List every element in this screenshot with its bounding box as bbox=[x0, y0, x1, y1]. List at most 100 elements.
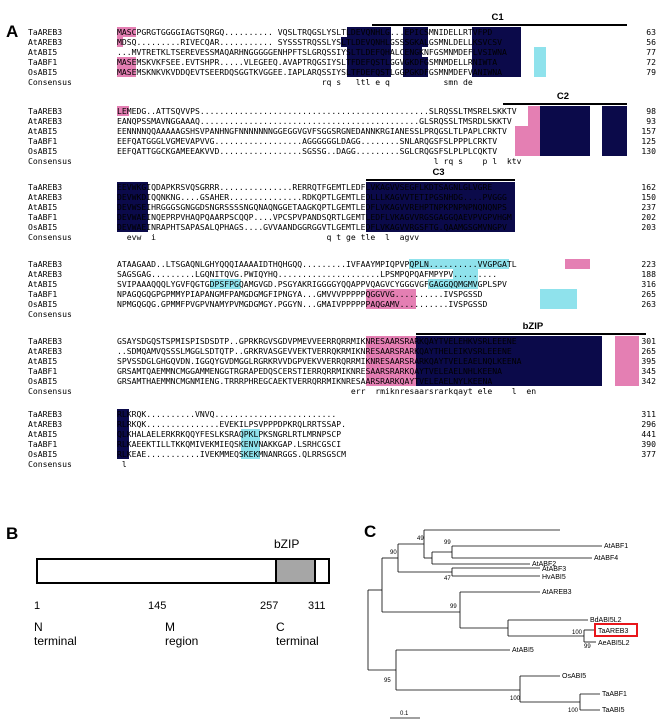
sequence-row: AtABI5 QLKHALAELERKRKQQYFESLKSRAQPKLPKSNG… bbox=[0, 429, 668, 439]
bootstrap-value: 49 bbox=[417, 536, 424, 542]
residue-highlight bbox=[117, 439, 130, 449]
residue-highlight bbox=[602, 126, 628, 136]
residue-highlight bbox=[117, 192, 149, 202]
residue-highlight bbox=[365, 299, 416, 309]
sequence-residues: l bbox=[117, 459, 127, 469]
residue-highlight bbox=[403, 27, 428, 37]
sequence-name: AtABI5 bbox=[28, 429, 58, 439]
residue-highlight bbox=[117, 106, 130, 116]
bootstrap-value: 100 bbox=[510, 696, 521, 702]
sequence-position: 316 bbox=[641, 279, 656, 289]
domain-label-bzip: bZIP bbox=[522, 321, 544, 332]
sequence-residues: QLKHALAELERKRKQQYFESLKSRAQPKLPKSNGRLRTLM… bbox=[117, 429, 342, 439]
sequence-position: 93 bbox=[646, 116, 656, 126]
domain-label-c1: C1 bbox=[491, 12, 504, 23]
sequence-position: 162 bbox=[641, 182, 656, 192]
bootstrap-value: 100 bbox=[572, 630, 583, 636]
residue-highlight bbox=[471, 67, 522, 77]
residue-highlight bbox=[365, 222, 516, 232]
residue-highlight bbox=[614, 356, 640, 366]
sequence-residues: MASEMSKVKFSEE.EVTSHPR.....VLEGEEQ.AVAPTR… bbox=[117, 57, 498, 67]
tree-taxon-highlighted: TaAREB3 bbox=[598, 628, 628, 635]
tree-taxon: AtABF3 bbox=[542, 566, 566, 573]
sequence-residues: RLKRQK..........VNVQ....................… bbox=[117, 409, 337, 419]
sequence-row: AtABI5...MVTRETKLTSEREVESSMAQARHNGGGGGEN… bbox=[0, 47, 668, 57]
sequence-name: Consensus bbox=[28, 386, 72, 396]
tree-taxon: AtAREB3 bbox=[542, 589, 572, 596]
sequence-residues: EENNNNQQAAAAAGSHSVPANHNGFNNNNNNNGGEGGVGV… bbox=[117, 126, 507, 136]
residue-highlight bbox=[365, 366, 416, 376]
residue-highlight bbox=[471, 47, 522, 57]
sequence-position: 157 bbox=[641, 126, 656, 136]
residue-highlight bbox=[415, 336, 603, 346]
residue-highlight bbox=[515, 136, 540, 146]
sequence-residues: DEVWKDIQQNKNG....GSAHER...............RD… bbox=[117, 192, 507, 202]
sequence-residues: DEVWAEINRAPHTSAPASALQPHAGS....GVVAANDGGR… bbox=[117, 222, 507, 232]
consensus-row: Consensus rq s ltl e q smn de bbox=[0, 77, 668, 87]
residue-highlight bbox=[241, 429, 261, 439]
residue-highlight bbox=[409, 259, 509, 269]
residue-highlight bbox=[539, 289, 578, 299]
residue-highlight bbox=[614, 366, 640, 376]
position-145: 145 bbox=[148, 600, 167, 612]
residue-highlight bbox=[365, 192, 516, 202]
sequence-position: 63 bbox=[646, 27, 656, 37]
sequence-position: 202 bbox=[641, 212, 656, 222]
residue-highlight bbox=[117, 449, 130, 459]
residue-highlight bbox=[117, 57, 136, 67]
residue-highlight bbox=[539, 116, 590, 126]
sequence-position: 265 bbox=[641, 289, 656, 299]
residue-highlight bbox=[365, 212, 516, 222]
residue-highlight bbox=[347, 27, 391, 37]
residue-highlight bbox=[117, 37, 124, 47]
bootstrap-value: 95 bbox=[384, 678, 391, 684]
residue-highlight bbox=[403, 57, 428, 67]
sequence-name: OsABI5 bbox=[28, 299, 58, 309]
sequence-name: OsABI5 bbox=[28, 67, 58, 77]
sequence-position: 296 bbox=[641, 419, 656, 429]
scale-bar-label: 0.1 bbox=[400, 711, 409, 717]
sequence-residues: MASEMSKNKVKVDDQEVTSEERDQSGGTKVGGEE.IAPLA… bbox=[117, 67, 502, 77]
sequence-residues: MASCPGRGTGGGGIAGTSQRGQ.......... VQSLTRQ… bbox=[117, 27, 493, 37]
residue-highlight bbox=[527, 116, 540, 126]
sequence-position: 150 bbox=[641, 192, 656, 202]
tree-taxon: HvABI5 bbox=[542, 574, 566, 581]
sequence-name: TaAREB3 bbox=[28, 259, 63, 269]
residue-highlight bbox=[539, 299, 578, 309]
residue-highlight bbox=[515, 126, 540, 136]
residue-highlight bbox=[117, 182, 149, 192]
residue-highlight bbox=[117, 27, 136, 37]
sequence-position: 395 bbox=[641, 356, 656, 366]
residue-highlight bbox=[365, 346, 416, 356]
sequence-residues: l rq s p l ktv bbox=[117, 156, 522, 166]
domain-bar-c2 bbox=[502, 103, 628, 105]
sequence-name: TaABF1 bbox=[28, 439, 58, 449]
bootstrap-value: 99 bbox=[444, 540, 451, 546]
residue-highlight bbox=[415, 376, 603, 386]
tree-taxon: AtABI5 bbox=[512, 647, 534, 654]
domain-label-c2: C2 bbox=[556, 91, 569, 102]
domain-bar-c1 bbox=[372, 24, 628, 26]
residue-highlight bbox=[365, 202, 516, 212]
residue-highlight bbox=[365, 182, 516, 192]
position-311: 311 bbox=[308, 600, 326, 612]
sequence-name: AtABI5 bbox=[28, 356, 58, 366]
residue-highlight bbox=[602, 136, 628, 146]
sequence-position: 125 bbox=[641, 136, 656, 146]
residue-highlight bbox=[533, 67, 547, 77]
residue-highlight bbox=[533, 47, 547, 57]
sequence-name: AtABI5 bbox=[28, 279, 58, 289]
sequence-position: 237 bbox=[641, 202, 656, 212]
residue-highlight bbox=[365, 356, 416, 366]
sequence-residues: rq s ltl e q smn de bbox=[117, 77, 473, 87]
